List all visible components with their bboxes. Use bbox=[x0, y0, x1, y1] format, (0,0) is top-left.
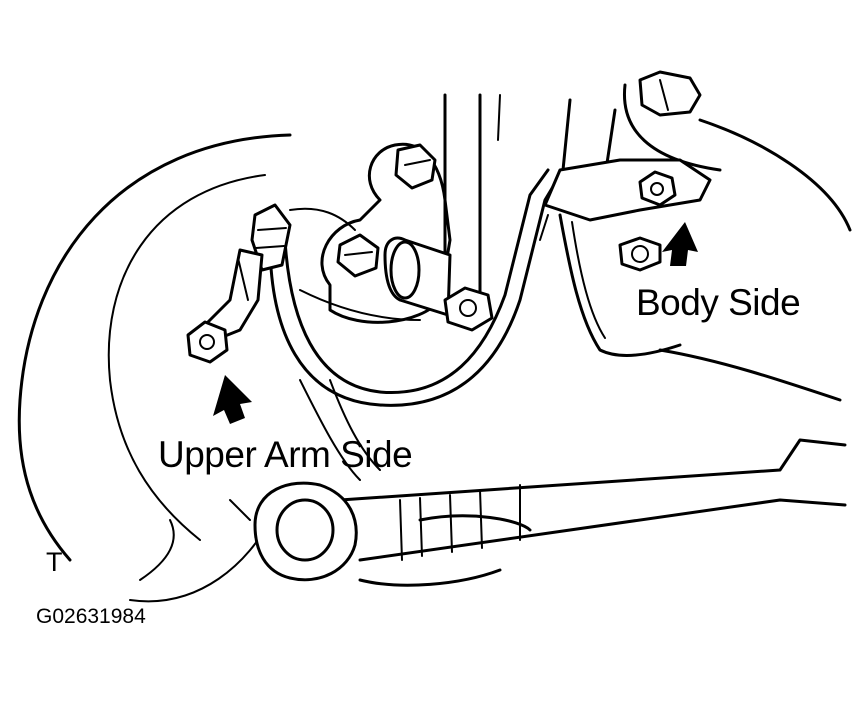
figure-code: G02631984 bbox=[36, 605, 146, 628]
body-side-lower-bolt bbox=[618, 236, 662, 272]
tie-rod bbox=[338, 438, 847, 562]
body-side-bracket bbox=[539, 158, 712, 241]
strut-nut bbox=[443, 286, 494, 332]
ball-joint bbox=[383, 236, 452, 317]
body-side-bolt bbox=[638, 170, 677, 207]
tie-rod-end bbox=[229, 481, 358, 582]
knuckle-bolt-lower bbox=[336, 233, 380, 278]
upper-arm-bracket bbox=[203, 248, 264, 342]
lower-boot bbox=[299, 379, 502, 587]
view-marker: T bbox=[46, 547, 63, 577]
body-side-label: Body Side bbox=[636, 282, 801, 323]
wheel-disc bbox=[17, 133, 292, 603]
top-bolt bbox=[622, 70, 852, 232]
brake-hose bbox=[268, 168, 562, 407]
knuckle-bolt-upper bbox=[394, 143, 437, 190]
body-panel bbox=[558, 213, 842, 402]
steering-knuckle bbox=[289, 142, 452, 324]
upper-arm-bolt bbox=[186, 320, 229, 364]
upper-arm-side-label: Upper Arm Side bbox=[158, 434, 413, 475]
upper-arm-arrow-icon bbox=[213, 375, 252, 424]
body-side-arrow-icon bbox=[662, 222, 698, 266]
